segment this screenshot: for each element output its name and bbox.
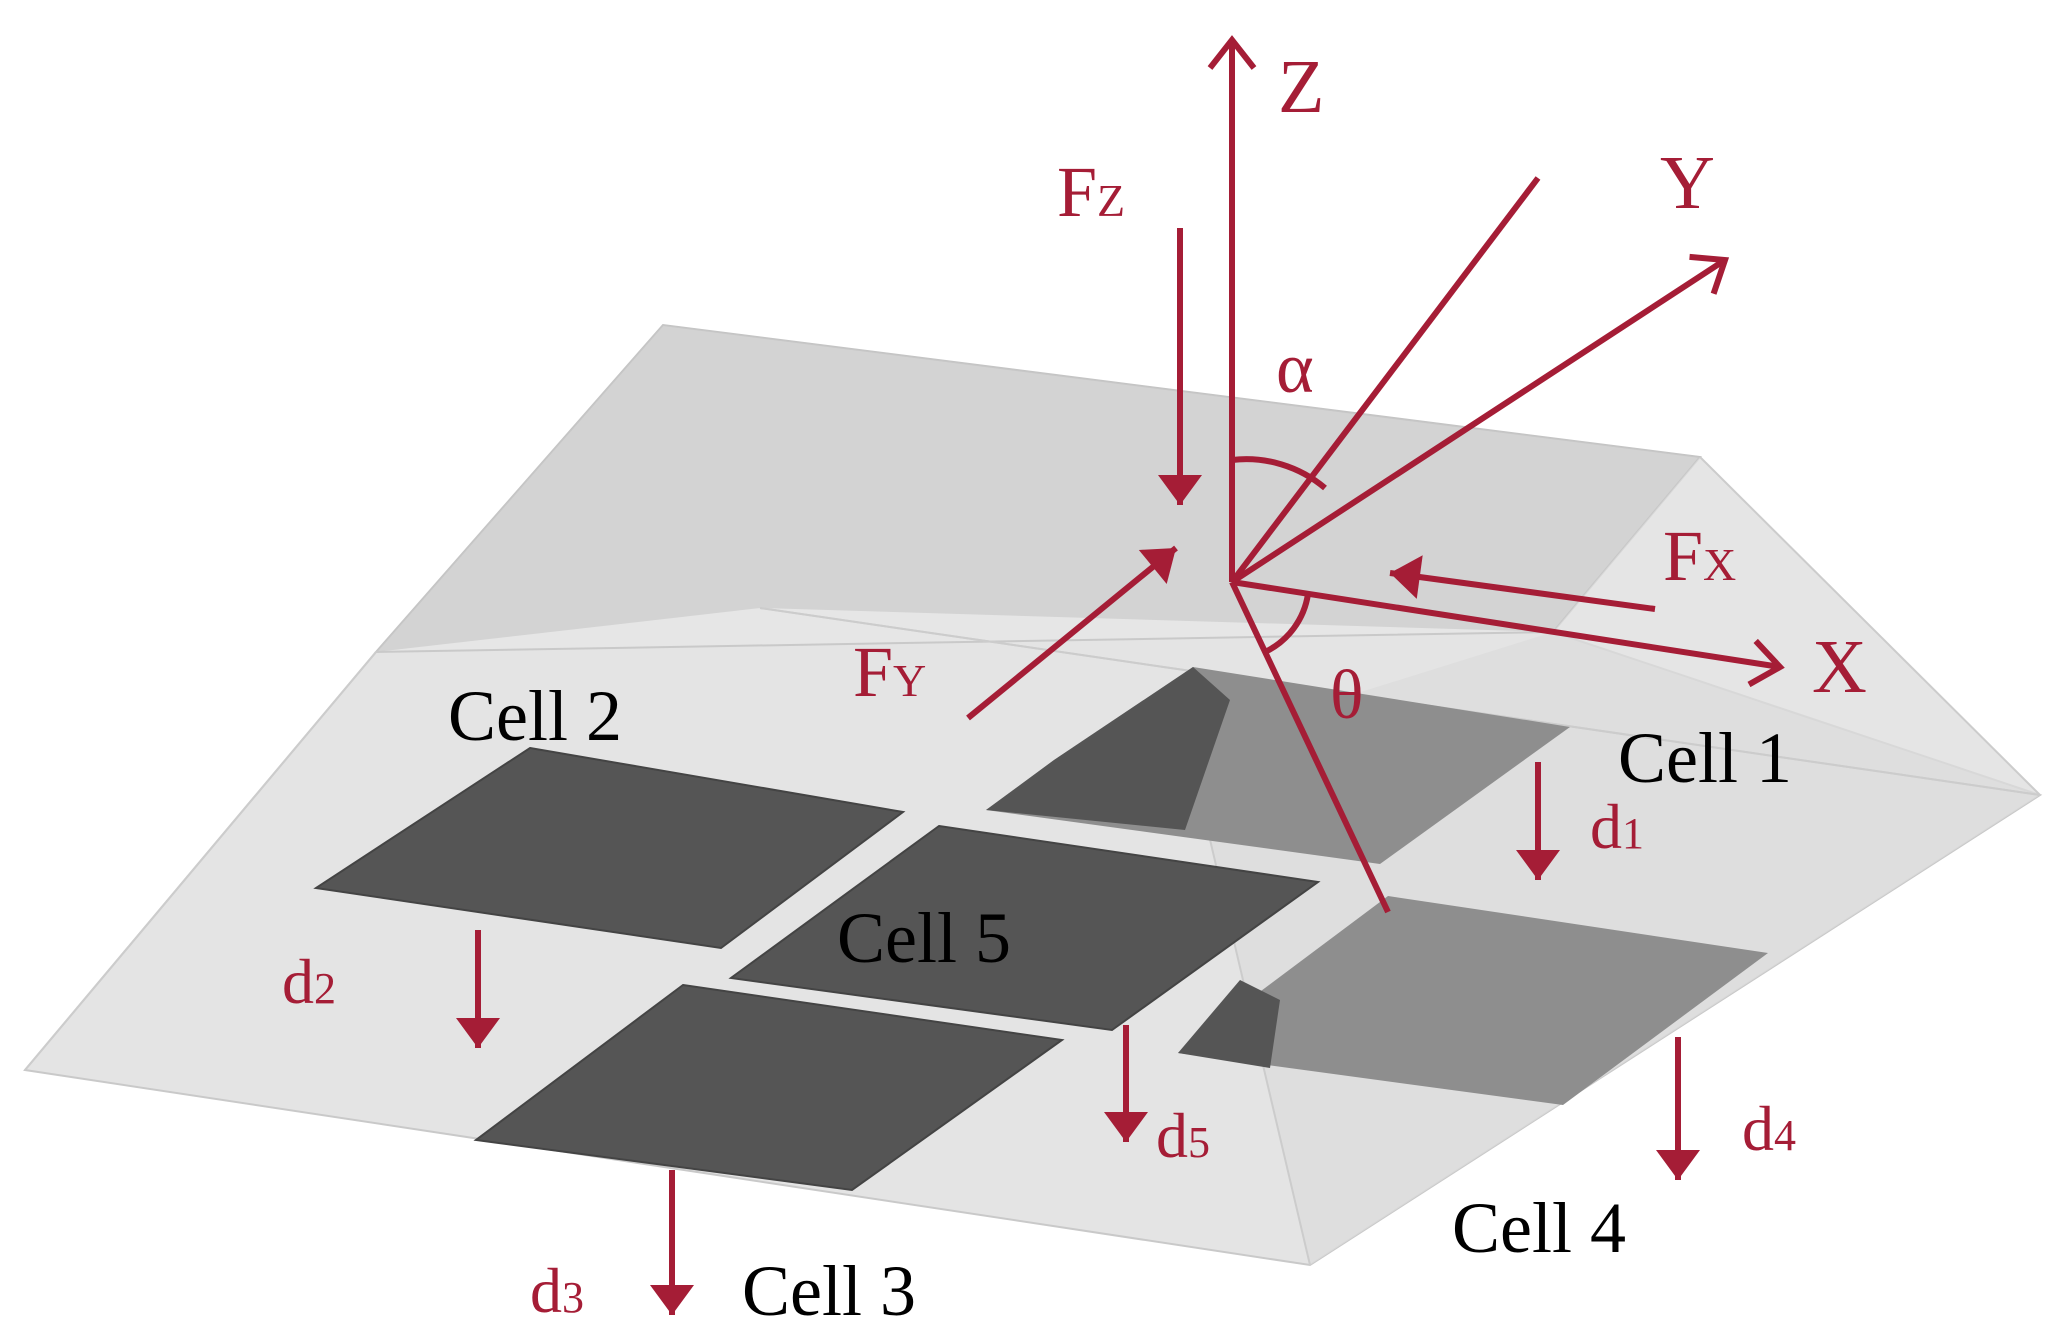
displacement-labels: d1 d2 d3 d4 d5 xyxy=(282,791,1796,1326)
axis-labels: Z Y X xyxy=(1278,45,1867,709)
theta-label: θ xyxy=(1330,657,1364,734)
y-axis-arrow xyxy=(1230,253,1730,585)
cell-2-label: Cell 2 xyxy=(448,676,622,756)
fy-arrow xyxy=(966,545,1178,721)
y-axis-label: Y xyxy=(1660,141,1715,225)
d4-label: d4 xyxy=(1742,1093,1796,1164)
d3-label: d3 xyxy=(530,1255,584,1326)
cell-3-label: Cell 3 xyxy=(742,1251,916,1331)
fy-label: FY xyxy=(853,632,926,712)
cell-4-label: Cell 4 xyxy=(1452,1188,1626,1268)
displacement-arrows xyxy=(456,762,1700,1315)
force-labels: FZ FY FX xyxy=(853,152,1736,712)
rotated-axis-line xyxy=(1229,176,1541,584)
pyramid-back-face xyxy=(376,325,1700,652)
cell-labels: Cell 2 Cell 1 Cell 5 Cell 4 Cell 3 xyxy=(448,676,1792,1331)
alpha-arc xyxy=(1231,456,1327,491)
theta-arc xyxy=(1263,593,1311,655)
d2-label: d2 xyxy=(282,946,336,1017)
cell-4-pad xyxy=(1178,896,1768,1105)
fz-label: FZ xyxy=(1057,152,1125,232)
x-axis-arrow xyxy=(1231,579,1785,688)
pyramid-edge-left xyxy=(24,651,377,1071)
cell-4-dark-part xyxy=(1178,980,1280,1068)
fx-label: FX xyxy=(1663,516,1736,596)
alpha-label: α xyxy=(1276,328,1314,408)
cell-1-label: Cell 1 xyxy=(1618,718,1792,798)
angle-labels: α θ xyxy=(1276,328,1364,734)
pyramid-edge-right xyxy=(1699,456,2041,796)
cell-5-label: Cell 5 xyxy=(837,898,1011,978)
cell-2-pad xyxy=(313,746,906,950)
cell-3-pad xyxy=(473,983,1065,1192)
d5-label: d5 xyxy=(1156,1100,1210,1171)
cell-1-dark-part xyxy=(986,667,1230,830)
z-axis-label: Z xyxy=(1278,45,1324,129)
fx-arrow xyxy=(1389,555,1656,612)
coordinate-axes xyxy=(1207,35,1785,914)
x-axis-label: X xyxy=(1812,625,1867,709)
cell-5-pad xyxy=(728,824,1321,1032)
sensing-cells xyxy=(313,667,1768,1192)
d1-label: d1 xyxy=(1590,791,1644,862)
applied-forces xyxy=(966,228,1656,721)
theta-reference-line xyxy=(1229,580,1391,914)
